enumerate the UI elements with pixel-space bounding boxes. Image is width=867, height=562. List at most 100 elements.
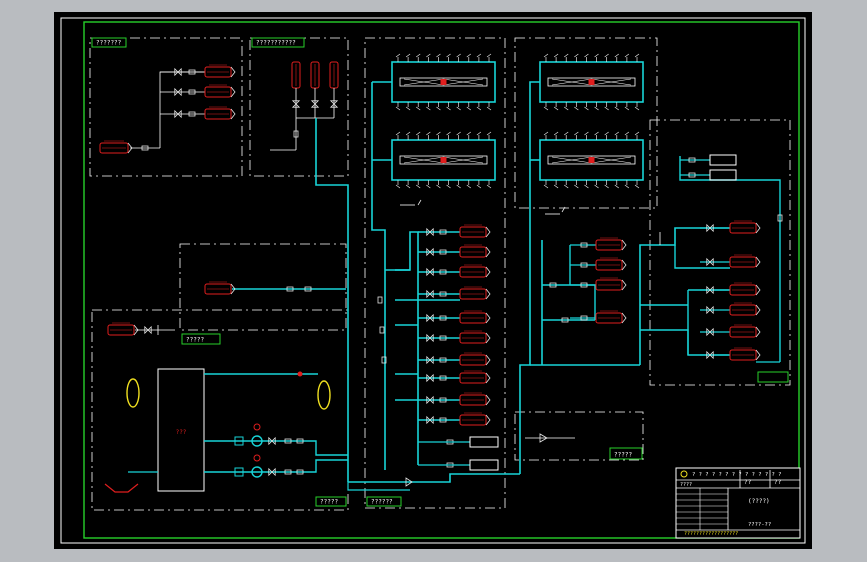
zone-tag-d (315, 496, 347, 507)
title-block-cell-b: ?? (774, 479, 782, 486)
valve-icon (426, 355, 434, 365)
zone-right-branches (649, 119, 791, 386)
equipment-unit (459, 312, 487, 324)
pipe-fitting-icon (580, 315, 588, 321)
zone-middle-left (179, 243, 347, 331)
valve-icon (706, 285, 714, 295)
pipe-fitting-icon (439, 417, 447, 423)
equipment-unit (729, 222, 757, 234)
equipment-unit (595, 259, 623, 271)
filter-nozzle-icon (405, 106, 411, 111)
filter-bank (391, 139, 496, 181)
filter-nozzle-icon (553, 131, 559, 136)
filter-nozzle-icon (614, 53, 619, 58)
pipe-fitting-icon (296, 438, 304, 444)
filter-nozzle-icon (486, 131, 492, 136)
filter-nozzle-icon (395, 184, 401, 189)
valve-icon (174, 87, 182, 97)
equipment-end-cap (485, 394, 491, 406)
pipe-fitting-icon (561, 317, 569, 323)
filter-nozzle-icon (436, 53, 441, 58)
filter-nozzle-icon (624, 131, 630, 136)
zone-tag-g (757, 371, 789, 383)
equipment-unit (729, 326, 757, 338)
pipe-fitting-icon (439, 229, 447, 235)
filter-nozzle-icon (624, 53, 630, 58)
valve-icon (426, 333, 434, 343)
filter-nozzle-icon (405, 53, 411, 58)
equipment-end-cap (485, 288, 491, 300)
pipe-fitting-icon (188, 89, 196, 95)
filter-center-marker (440, 157, 447, 163)
filter-nozzle-icon (604, 131, 609, 136)
pipe-fitting-icon (379, 326, 385, 334)
filter-nozzle-icon (614, 106, 619, 111)
filter-center-marker (588, 157, 595, 163)
equipment-unit (204, 108, 232, 120)
valve-icon (706, 350, 714, 360)
filter-nozzle-icon (584, 53, 589, 58)
filter-nozzle-icon (634, 106, 640, 111)
zone-filter-column (364, 37, 506, 509)
equipment-end-cap (621, 259, 627, 271)
filter-nozzle-icon (634, 184, 640, 189)
equipment-end-cap (485, 266, 491, 278)
equipment-unit (459, 266, 487, 278)
zone-tag-e-label: ?????? (371, 499, 393, 506)
valve-icon (706, 327, 714, 337)
equipment-end-cap (230, 283, 236, 295)
filter-nozzle-icon (446, 131, 451, 136)
pipe-fitting-icon (188, 69, 196, 75)
filter-nozzle-icon (543, 106, 549, 111)
filter-nozzle-icon (446, 184, 451, 189)
equipment-unit (204, 283, 232, 295)
pipe-fitting-icon (293, 130, 299, 138)
pipe-fitting-icon (439, 291, 447, 297)
filter-nozzle-icon (564, 106, 569, 111)
valve-icon (426, 247, 434, 257)
pipe-fitting-icon (688, 172, 696, 178)
filter-nozzle-icon (436, 131, 441, 136)
valve-icon (291, 100, 301, 108)
company-logo-icon (680, 470, 688, 478)
equipment-unit (729, 349, 757, 361)
pipe-fitting-icon (439, 375, 447, 381)
valve-icon (426, 395, 434, 405)
title-block-cell-c: ???? (680, 482, 692, 488)
equipment-end-cap (485, 332, 491, 344)
equipment-unit (204, 86, 232, 98)
equipment-unit (729, 256, 757, 268)
stirring-tank (157, 368, 205, 492)
filter-bank-core (399, 155, 488, 165)
equipment-unit (459, 288, 487, 300)
filter-nozzle-icon (426, 53, 431, 58)
check-valve-icon (539, 433, 548, 443)
filter-nozzle-icon (466, 53, 471, 58)
equipment-end-cap (621, 239, 627, 251)
filter-nozzle-icon (446, 53, 451, 58)
equipment-end-cap (755, 304, 761, 316)
filter-nozzle-icon (574, 131, 579, 136)
equipment-unit (459, 414, 487, 426)
equipment-unit (459, 372, 487, 384)
equipment-unit (459, 226, 487, 238)
filter-nozzle-icon (426, 106, 431, 111)
zone-tag-b (251, 37, 305, 48)
title-block-footer: ?????????????????? (684, 531, 738, 537)
equipment-end-cap (755, 349, 761, 361)
pipe-fitting-icon (777, 214, 783, 222)
pipe-fitting-icon (439, 315, 447, 321)
instrument-tick-icon (417, 199, 422, 206)
filter-nozzle-icon (574, 106, 579, 111)
filter-nozzle-icon (446, 106, 451, 111)
filter-nozzle-icon (456, 184, 461, 189)
filter-nozzle-icon (456, 131, 461, 136)
filter-nozzle-icon (426, 184, 431, 189)
title-block-drawing-no: ????-?? (748, 522, 771, 528)
valve-icon (426, 373, 434, 383)
equipment-unit (729, 284, 757, 296)
title-block (675, 467, 801, 539)
filter-nozzle-icon (594, 106, 599, 111)
